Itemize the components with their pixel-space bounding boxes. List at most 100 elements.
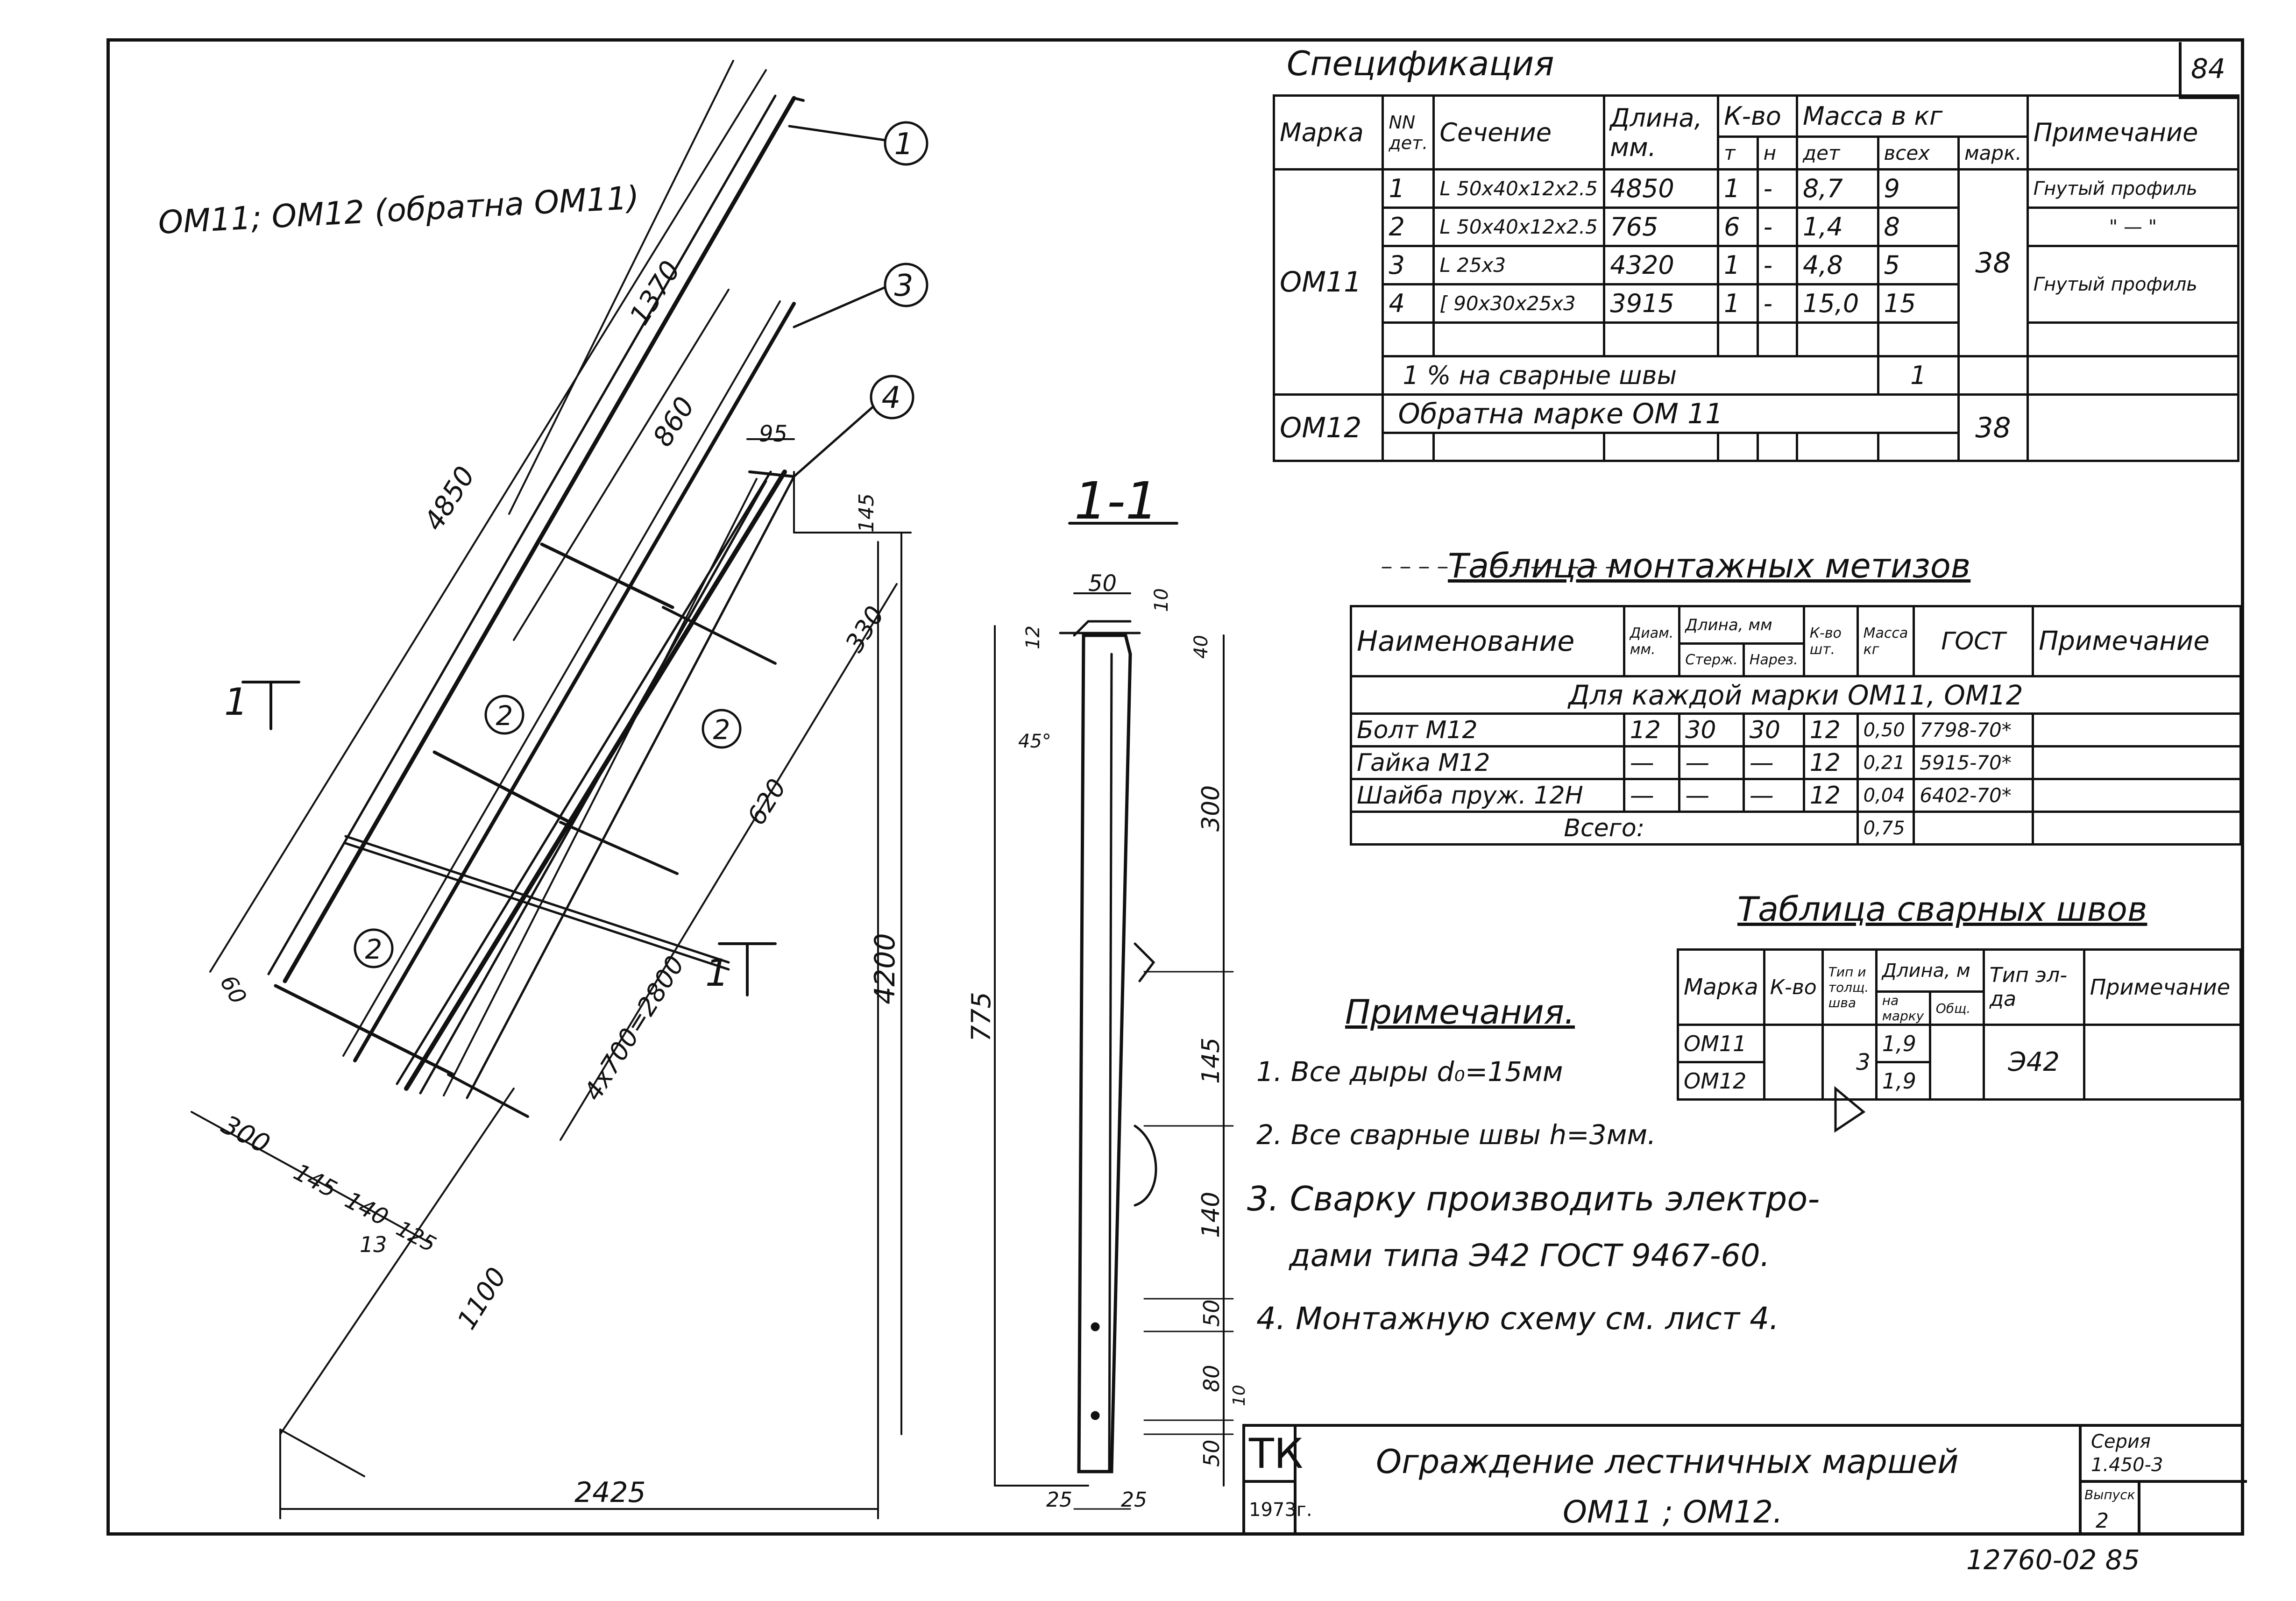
weld-size: 3 [1821,1024,1878,1101]
callout-1: 1 [894,127,914,162]
fast-group-row: Для каждой марки ОМ11, ОМ12 [1350,675,2242,715]
spec-r1-section: L 50x40x12x2.5 [1432,168,1606,209]
section-mark-right: 1 [705,951,729,995]
dim-860: 860 [646,391,701,452]
fast-total-label: Всего: [1350,811,1859,846]
callout-4: 4 [882,381,901,415]
dim-620: 620 [742,774,792,830]
fast-h-diam: Диам. мм. [1623,605,1681,677]
section-cut-markers [241,522,1178,996]
spec-r3-t: 1 [1717,245,1759,285]
fast-r2-qty: 12 [1802,745,1859,780]
weld-h-type: Тип и толщ. шва [1821,948,1878,1026]
fast-h-len-rod: Стерж. [1678,642,1745,677]
weld-h-electrode: Тип эл-да [1982,948,2085,1026]
spec-om11-total: 38 [1957,168,2029,357]
sec-dim-12: 12 [1022,626,1044,649]
fast-r1-gost: 7798-70* [1913,712,2034,747]
spec-title: Спецификация [1287,44,1554,83]
dim-13: 13 [360,1232,387,1257]
sec-dim-angle: 45° [1018,731,1051,752]
fast-r3-thread: — [1742,778,1805,813]
sec-dim-10: 10 [1151,588,1172,612]
spec-r4-t: 1 [1717,283,1759,324]
fast-r2-thread: — [1742,745,1805,780]
spec-mark-om11: ОМ11 [1272,168,1384,396]
fast-h-qty: К-во шт. [1802,605,1859,677]
spec-h-qty-t: т [1717,135,1759,171]
title-series-value: 1.450-3 [2091,1454,2163,1476]
title-year-cell: 1973г. [1245,1483,1312,1536]
spec-r2-note: " — " [2026,206,2240,247]
spec-weld-pct-text: 1 % на сварные швы [1382,355,1879,396]
spec-r2-length: 765 [1603,206,1720,247]
fast-r3-gost: 6402-70* [1913,778,2034,813]
callout-circles [354,121,928,968]
fast-r2-mass: 0,21 [1856,745,1915,780]
spec-r3-length: 4320 [1603,245,1720,285]
fast-r1-qty: 12 [1802,712,1859,747]
page-number: 84 [2191,53,2225,85]
spec-r2-n: - [1756,206,1799,247]
spec-mark-om12: ОМ12 [1272,393,1384,462]
notes-title: Примечания. [1345,992,1575,1032]
section-label: 1-1 [1074,471,1158,531]
spec-r4-n: - [1756,283,1799,324]
sec-dim-50a: 50 [1199,1299,1224,1327]
title-line-1: Ограждение лестничных маршей [1376,1443,1959,1481]
fast-h-length: Длина, мм [1678,605,1805,645]
dim-95: 95 [759,421,787,447]
spec-weld-pct-value: 1 [1877,355,1960,396]
weld-h-qty: К-во [1763,948,1824,1026]
fast-r1-rod: 30 [1678,712,1745,747]
title-issue-cell: Выпуск 2 [2079,1483,2247,1536]
welds-table: Марка К-во Тип и толщ. шва Длина, м Тип … [1677,948,2242,1101]
fast-h-name: Наименование [1350,605,1625,677]
sec-dim-40: 40 [1191,635,1212,659]
spec-r2-allmass: 8 [1877,206,1960,247]
spec-h-mass-det: дет [1796,135,1879,171]
spec-h-section: Сечение [1432,94,1606,171]
spec-r2-section: L 50x40x12x2.5 [1432,206,1606,247]
spec-r3-allmass: 5 [1877,245,1960,285]
spec-r3-n: - [1756,245,1799,285]
fast-r2-rod: — [1678,745,1745,780]
spec-om12-text: Обратна марке ОМ 11 [1382,393,1960,434]
dim-125: 125 [392,1216,440,1257]
dim-145: 145 [289,1158,341,1203]
title-org-cell: ТК [1245,1427,1303,1483]
dim-2425: 2425 [574,1476,646,1509]
spec-r2-detmass: 1,4 [1796,206,1879,247]
weld-symbol [1834,1086,1866,1133]
spec-r1-det: 1 [1382,168,1435,209]
note-1: 1. Все дыры d₀=15мм [1256,1056,1563,1088]
title-year: 1973г. [1249,1499,1312,1521]
note-4: 4. Монтажную схему см. лист 4. [1256,1301,1779,1337]
spec-h-mass-mark: марк. [1957,135,2029,171]
spec-r4-length: 3915 [1603,283,1720,324]
weld-h-note: Примечание [2083,948,2242,1026]
sec-dim-50: 50 [1088,570,1117,597]
sec-dim-80: 80 [1199,1365,1224,1392]
sheet-frame [106,38,2244,1536]
spec-r1-n: - [1756,168,1799,209]
weld-h-mark: Марка [1677,948,1765,1026]
dim-4850: 4850 [418,461,481,536]
fasteners-title: Таблица монтажных метизов [1448,546,1971,585]
fast-r2-diam: — [1623,745,1681,780]
spec-r1-t: 1 [1717,168,1759,209]
section-dimension-labels: 50 10 12 40 45° 300 145 140 50 80 10 50 … [966,570,1249,1512]
spec-h-qty-n: н [1756,135,1799,171]
fast-h-mass: Масса кг [1856,605,1915,677]
section-mark-left: 1 [224,680,248,724]
spec-r3-section: L 25x3 [1432,245,1606,285]
sec-dim-140: 140 [1197,1192,1225,1238]
fast-r3-rod: — [1678,778,1745,813]
weld-r2-mark: ОМ12 [1677,1061,1765,1101]
fast-h-len-thread: Нарез. [1742,642,1805,677]
spec-table: Марка NN дет. Сечение Длина, мм. К-во Ма… [1272,94,2240,462]
fast-r3-qty: 12 [1802,778,1859,813]
fast-r1-diam: 12 [1623,712,1681,747]
spec-r1-allmass: 9 [1877,168,1960,209]
